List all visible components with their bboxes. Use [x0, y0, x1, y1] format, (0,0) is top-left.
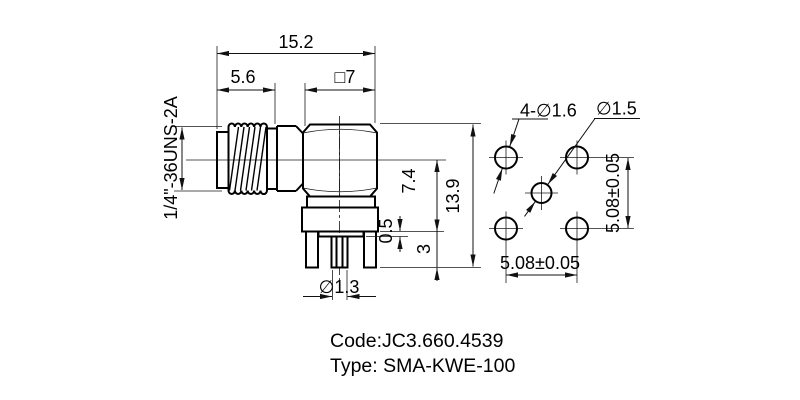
dim-total-height-label: 13.9	[443, 178, 463, 213]
body-block	[302, 123, 378, 198]
neck-bushing	[267, 125, 304, 192]
base-and-pins	[301, 195, 379, 269]
dim-pitch-vertical-label: 5.08±0.05	[603, 153, 623, 233]
dim-standoff-label: 0.5	[376, 218, 396, 243]
hole-center	[530, 182, 553, 204]
hole-top-right	[565, 145, 589, 170]
part-type-text: Type: SMA-KWE-100	[330, 355, 515, 377]
dim-thread-length-label: 5.6	[230, 67, 255, 87]
part-code-text: Code:JC3.660.4539	[330, 330, 503, 352]
hole-bottom-right	[565, 216, 589, 241]
thread-hatching	[228, 126, 267, 191]
center-pin	[330, 235, 349, 269]
dim-center-to-base-label: 7.4	[399, 168, 419, 193]
side-view-dimensions: 15.2 5.6 □7 1/4"-36UNS-2A 13.9 7.4	[161, 32, 481, 300]
holes	[494, 145, 589, 241]
thread-spec-label: 1/4"-36UNS-2A	[161, 96, 181, 219]
dim-pin-length-label: 3	[414, 244, 434, 254]
left-pin	[305, 230, 319, 269]
footprint-callouts: 4-∅1.6 ∅1.5 5.08±0.05 5.08±0.05	[493, 99, 640, 278]
hole-bottom-left	[494, 216, 518, 241]
dim-body-square-label: □7	[335, 67, 356, 87]
dim-overall-length-label: 15.2	[278, 32, 313, 52]
threaded-section	[227, 122, 268, 196]
dim-pitch-horizontal-label: 5.08±0.05	[500, 253, 580, 273]
side-view: 15.2 5.6 □7 1/4"-36UNS-2A 13.9 7.4	[161, 32, 481, 300]
center-hole-label: ∅1.5	[596, 99, 637, 119]
right-pin	[363, 230, 377, 269]
caption: Code:JC3.660.4539 Type: SMA-KWE-100	[330, 330, 515, 377]
connector-outline	[216, 122, 379, 269]
footprint-view: 4-∅1.6 ∅1.5 5.08±0.05 5.08±0.05	[489, 99, 640, 283]
dim-pin-diameter-label: ∅1.3	[319, 277, 360, 297]
corner-holes-label: 4-∅1.6	[520, 101, 577, 121]
hole-top-left	[494, 145, 518, 170]
